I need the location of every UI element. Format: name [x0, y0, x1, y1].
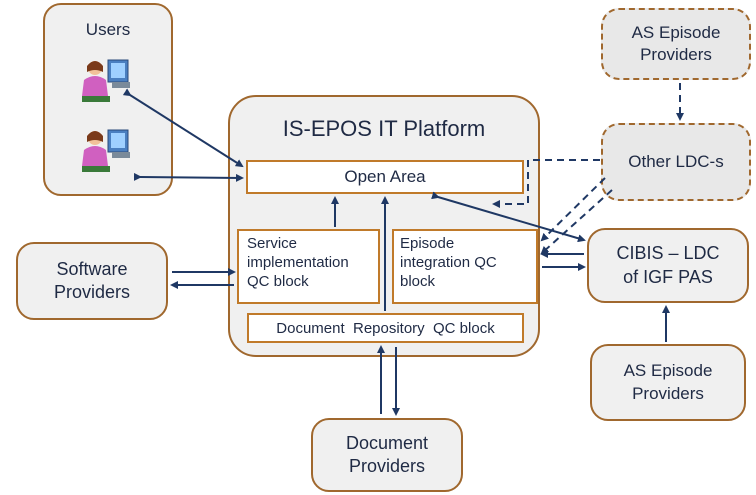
arrow-other-ldc-to-open-area	[492, 159, 600, 208]
open-area-box: Open Area	[246, 160, 524, 194]
arrow-user2-open-area	[133, 172, 244, 182]
software-providers-label: Software Providers	[53, 258, 131, 302]
as-episode-providers-top-box: AS Episode Providers	[601, 8, 751, 80]
user-at-computer-icon	[78, 128, 138, 174]
cibis-ldc-box: CIBIS – LDC of IGF PAS	[587, 228, 749, 303]
arrow-other-ldc-to-episode-1	[540, 177, 606, 242]
as-episode-bottom-label: AS Episode Providers	[623, 361, 713, 403]
service-qc-label: Service implementation QC block	[247, 235, 349, 290]
users-title: Users	[85, 20, 131, 39]
arrow-user1-open-area	[122, 88, 244, 168]
open-area-label: Open Area	[344, 167, 426, 186]
document-providers-box: Document Providers	[311, 418, 463, 492]
platform-title: IS-EPOS IT Platform	[282, 116, 486, 141]
service-qc-block: Service implementation QC block	[237, 229, 380, 304]
document-providers-label: Document Providers	[345, 432, 429, 476]
arrow-open-area-cibis	[431, 191, 586, 243]
cibis-label: CIBIS – LDC of IGF PAS	[616, 243, 720, 287]
other-ldc-label: Other LDC-s	[628, 151, 724, 171]
as-episode-top-label: AS Episode Providers	[631, 22, 721, 64]
other-ldc-box: Other LDC-s	[601, 123, 751, 201]
user-at-computer-icon	[78, 58, 138, 104]
software-providers-box: Software Providers	[16, 242, 168, 320]
arrow-other-ldc-to-episode-2	[540, 189, 613, 255]
document-repository-qc-block: Document Repository QC block	[247, 313, 524, 343]
as-episode-providers-bottom-box: AS Episode Providers	[590, 344, 746, 421]
document-repository-label: Document Repository QC block	[276, 319, 495, 337]
